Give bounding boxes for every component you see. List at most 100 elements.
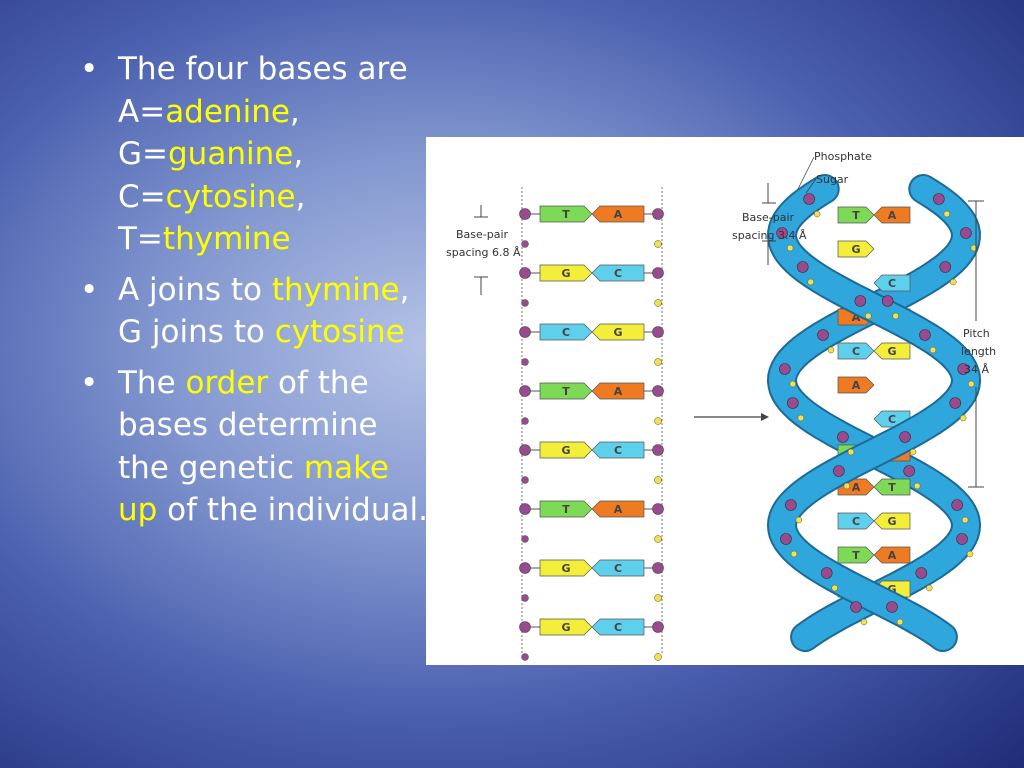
ladder-base-right [591, 205, 645, 223]
phosphate [519, 562, 531, 574]
right-spacing-label-2: spacing 3.4 Å [732, 229, 807, 242]
bullet-text: , [295, 178, 306, 215]
phosphate [776, 227, 788, 239]
sugar [950, 278, 957, 286]
phosphate [519, 326, 531, 338]
bullet-item: The four bases are A=adenine,G=guanine,C… [80, 48, 430, 261]
sugar [892, 312, 899, 320]
phosphate [787, 397, 799, 409]
helix-base-left [837, 512, 875, 530]
phosphate-label: Phosphate [814, 150, 872, 163]
bullet-text: , [293, 136, 304, 172]
ladder-base-left [539, 205, 593, 223]
phosphate [785, 499, 797, 511]
sugar [654, 653, 662, 661]
helix-base-left-letter: A [852, 481, 861, 494]
phosphate [833, 465, 845, 477]
phosphate [881, 295, 894, 307]
ladder-base-left [539, 618, 593, 636]
pitch-label-1: Pitch [963, 327, 990, 340]
bullet-text: A joins to [118, 271, 272, 308]
phosphate [837, 431, 849, 443]
left-spacing-marker: Base-pair spacing 6.8 Å [446, 205, 521, 295]
phosphate [820, 567, 833, 579]
helix-base-right-letter: G [887, 515, 896, 528]
ladder-base-right [591, 323, 645, 341]
helix-base-right [873, 478, 911, 496]
helix-base-left-letter: T [852, 209, 860, 222]
ladder-base-left-letter: G [561, 267, 570, 280]
bullet-text: G joins to [118, 314, 275, 350]
bullet-text: , [399, 271, 410, 308]
sugar [795, 516, 803, 524]
helix-base-left [837, 546, 875, 564]
sugar [807, 278, 814, 286]
sugar [926, 584, 933, 592]
highlighted-term: cytosine [274, 314, 405, 350]
helix-base-left-letter: T [852, 549, 860, 562]
bullet-text: A= [118, 93, 166, 130]
phosphate [521, 653, 529, 661]
sugar [961, 516, 969, 524]
sugar-label: Sugar [816, 173, 849, 186]
sugar [786, 244, 794, 252]
sugar [790, 550, 798, 558]
phosphate [521, 299, 529, 307]
helix-base-left [837, 376, 875, 394]
phosphate [886, 601, 898, 613]
helix-base-right-letter: G [887, 345, 896, 358]
sugar [967, 380, 975, 388]
phosphate [957, 363, 970, 375]
sugar [654, 535, 662, 543]
ladder-base-right-letter: C [614, 444, 622, 457]
sugar [843, 482, 851, 490]
ladder-base-left-letter: C [562, 326, 570, 339]
highlighted-term: thymine [162, 221, 291, 257]
phosphate [933, 193, 945, 205]
helix-base-right-letter: C [888, 277, 896, 290]
ladder-base-left [539, 382, 593, 400]
ladder-base-right-letter: A [614, 503, 623, 516]
phosphate [519, 621, 531, 633]
phosphate [915, 567, 928, 579]
phosphate [960, 227, 972, 239]
ladder-base-right [591, 441, 645, 459]
highlighted-term: cytosine [165, 178, 296, 215]
sugar [654, 417, 662, 425]
phosphate [949, 397, 961, 409]
sugar [654, 240, 662, 248]
sugar [929, 346, 937, 354]
bullet-text: of the bases determine the genetic [118, 364, 378, 486]
ladder-base-right-letter: A [614, 208, 623, 221]
ladder-base-right-letter: C [614, 621, 622, 634]
phosphate [521, 594, 529, 602]
ladder-base-right-letter: A [614, 385, 623, 398]
ladder-base-right-letter: G [613, 326, 622, 339]
phosphate [652, 267, 664, 279]
helix-base-right [873, 206, 911, 224]
highlighted-term: order [185, 364, 269, 401]
sugar [966, 550, 974, 558]
bullet-list: The four bases are A=adenine,G=guanine,C… [80, 48, 430, 540]
sugar [943, 210, 951, 218]
sugar [827, 346, 835, 354]
sugar [909, 448, 917, 456]
phosphate [817, 329, 829, 341]
phosphate [956, 533, 968, 545]
phosphate [951, 499, 963, 511]
phosphate [652, 326, 664, 338]
ladder-base-left-letter: T [562, 503, 570, 516]
sugar [789, 380, 797, 388]
bullet-item: A joins to thymine,G joins to cytosine [80, 269, 430, 354]
ladder-base-left-letter: G [561, 444, 570, 457]
bullet-text: C= [118, 178, 166, 215]
sugar [654, 358, 662, 366]
bullet-text: , [289, 93, 300, 130]
highlighted-term: guanine [168, 136, 294, 172]
helix-base-right [873, 274, 911, 292]
phosphate [521, 417, 529, 425]
phosphate [519, 503, 531, 515]
phosphate [778, 363, 791, 375]
highlighted-term: make up [118, 449, 389, 529]
